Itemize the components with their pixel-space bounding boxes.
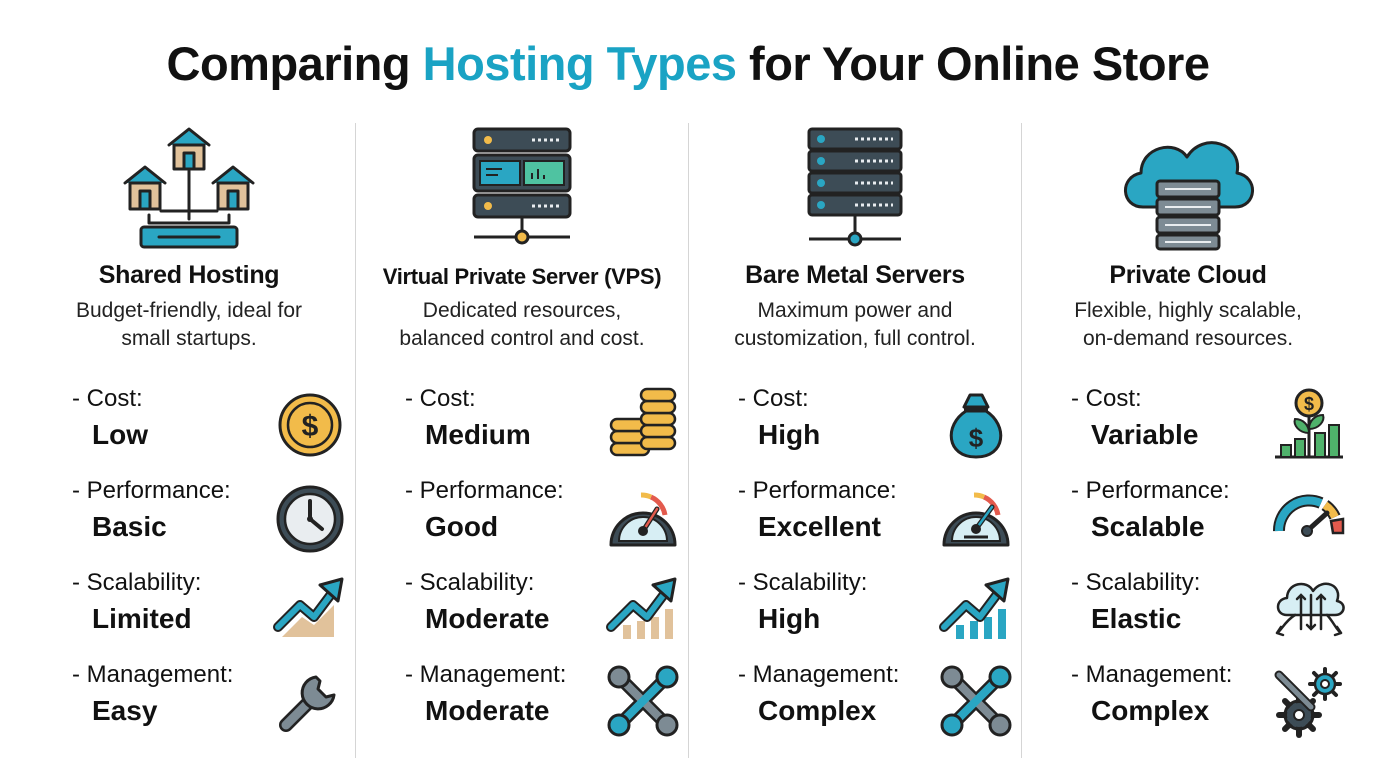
coin-stack-icon [605, 387, 681, 463]
description-line: Maximum power and [757, 299, 953, 322]
feature-management: - Management: Complex [1071, 661, 1351, 747]
feature-label: - Cost: [738, 385, 809, 412]
feature-performance: - Performance: Good [405, 477, 685, 563]
title-prefix: Comparing [166, 37, 423, 90]
page-title: Comparing Hosting Types for Your Online … [0, 36, 1376, 91]
feature-scalability: - Scalability: Moderate [405, 569, 685, 655]
title-highlight: Hosting Types [422, 37, 737, 90]
feature-label: - Performance: [1071, 477, 1230, 504]
feature-scalability: - Scalability: Limited [72, 569, 352, 655]
column-divider [1021, 123, 1022, 758]
feature-value: Moderate [425, 695, 550, 726]
feature-value: Low [92, 419, 148, 450]
column-title: Virtual Private Server (VPS) [382, 264, 662, 289]
feature-value: Limited [92, 603, 192, 634]
feature-cost: - Cost: Low $ [72, 385, 352, 471]
feature-label: - Cost: [1071, 385, 1142, 412]
feature-label: - Performance: [738, 477, 897, 504]
trend-arrow-icon [272, 571, 348, 647]
feature-cost: - Cost: Medium [405, 385, 685, 471]
column-description: Maximum power and customization, full co… [688, 297, 1022, 353]
feature-value: Elastic [1091, 603, 1182, 634]
title-suffix: for Your Online Store [736, 37, 1210, 90]
feature-value: Scalable [1091, 511, 1205, 542]
feature-label: - Scalability: [72, 569, 202, 596]
column-divider [688, 123, 689, 758]
feature-label: - Management: [1071, 661, 1233, 688]
feature-value: Complex [758, 695, 877, 726]
server-rack-icon [688, 123, 1022, 263]
feature-value: Complex [1091, 695, 1210, 726]
feature-value: Easy [92, 695, 158, 726]
feature-label: - Management: [72, 661, 234, 688]
feature-label: - Management: [405, 661, 567, 688]
column-description: Dedicated resources, balanced control an… [355, 297, 689, 353]
column-divider [355, 123, 356, 758]
description-line: Dedicated resources, [422, 299, 622, 322]
feature-performance: - Performance: Scalable [1071, 477, 1351, 563]
description-line: on-demand resources. [1082, 327, 1294, 350]
column-title: Bare Metal Servers [745, 261, 965, 289]
description-line: Budget-friendly, ideal for [75, 299, 303, 322]
trend-arrow-icon [605, 571, 681, 647]
column-private-cloud: Private Cloud Flexible, highly scalable,… [1021, 115, 1355, 765]
wrench-icon [272, 663, 348, 739]
svg-text:$: $ [302, 410, 319, 443]
private-cloud-icon [1021, 123, 1355, 263]
feature-label: - Scalability: [1071, 569, 1201, 596]
feature-value: High [758, 603, 821, 634]
column-description: Flexible, highly scalable, on-demand res… [1021, 297, 1355, 353]
feature-cost: - Cost: Variable $ [1071, 385, 1351, 471]
feature-value: Basic [92, 511, 167, 542]
description-line: Flexible, highly scalable, [1074, 299, 1302, 322]
description-line: customization, full control. [734, 327, 976, 350]
feature-label: - Cost: [405, 385, 476, 412]
feature-label: - Cost: [72, 385, 143, 412]
speedometer-icon [1271, 479, 1347, 555]
gauge-icon [938, 479, 1014, 555]
feature-value: Good [425, 511, 499, 542]
column-vps: Virtual Private Server (VPS) Dedicated r… [355, 115, 689, 765]
feature-scalability: - Scalability: Elastic [1071, 569, 1351, 655]
feature-performance: - Performance: Basic [72, 477, 352, 563]
feature-performance: - Performance: Excellent [738, 477, 1018, 563]
feature-label: - Performance: [405, 477, 564, 504]
feature-management: - Management: Complex [738, 661, 1018, 747]
vps-server-icon [355, 123, 689, 263]
svg-text:$: $ [969, 423, 984, 453]
column-title: Private Cloud [1109, 261, 1267, 289]
clock-icon [272, 479, 348, 555]
feature-value: Variable [1091, 419, 1199, 450]
coin-plant-icon: $ [1271, 387, 1347, 463]
crossed-wrenches-icon [605, 663, 681, 739]
feature-scalability: - Scalability: High [738, 569, 1018, 655]
description-line: small startups. [121, 327, 257, 350]
elastic-cloud-icon [1271, 571, 1347, 647]
feature-value: Excellent [758, 511, 881, 542]
trend-arrow-icon [938, 571, 1014, 647]
feature-management: - Management: Moderate [405, 661, 685, 747]
column-title: Shared Hosting [98, 261, 280, 289]
shared-hosting-houses-icon [22, 123, 356, 263]
feature-label: - Scalability: [738, 569, 868, 596]
column-bare-metal: Bare Metal Servers Maximum power and cus… [688, 115, 1022, 765]
feature-value: Moderate [425, 603, 550, 634]
feature-value: High [758, 419, 821, 450]
money-bag-icon: $ [938, 387, 1014, 463]
description-line: balanced control and cost. [399, 327, 645, 350]
column-description: Budget-friendly, ideal for small startup… [22, 297, 356, 353]
gauge-icon [605, 479, 681, 555]
feature-label: - Management: [738, 661, 900, 688]
wrench-gear-icon [1271, 663, 1347, 739]
svg-text:$: $ [1304, 394, 1314, 414]
feature-cost: - Cost: High $ [738, 385, 1018, 471]
coin-icon: $ [272, 387, 348, 463]
feature-label: - Performance: [72, 477, 231, 504]
crossed-wrenches-icon [938, 663, 1014, 739]
feature-value: Medium [425, 419, 531, 450]
column-shared-hosting: Shared Hosting Budget-friendly, ideal fo… [22, 115, 356, 765]
feature-label: - Scalability: [405, 569, 535, 596]
feature-management: - Management: Easy [72, 661, 352, 747]
